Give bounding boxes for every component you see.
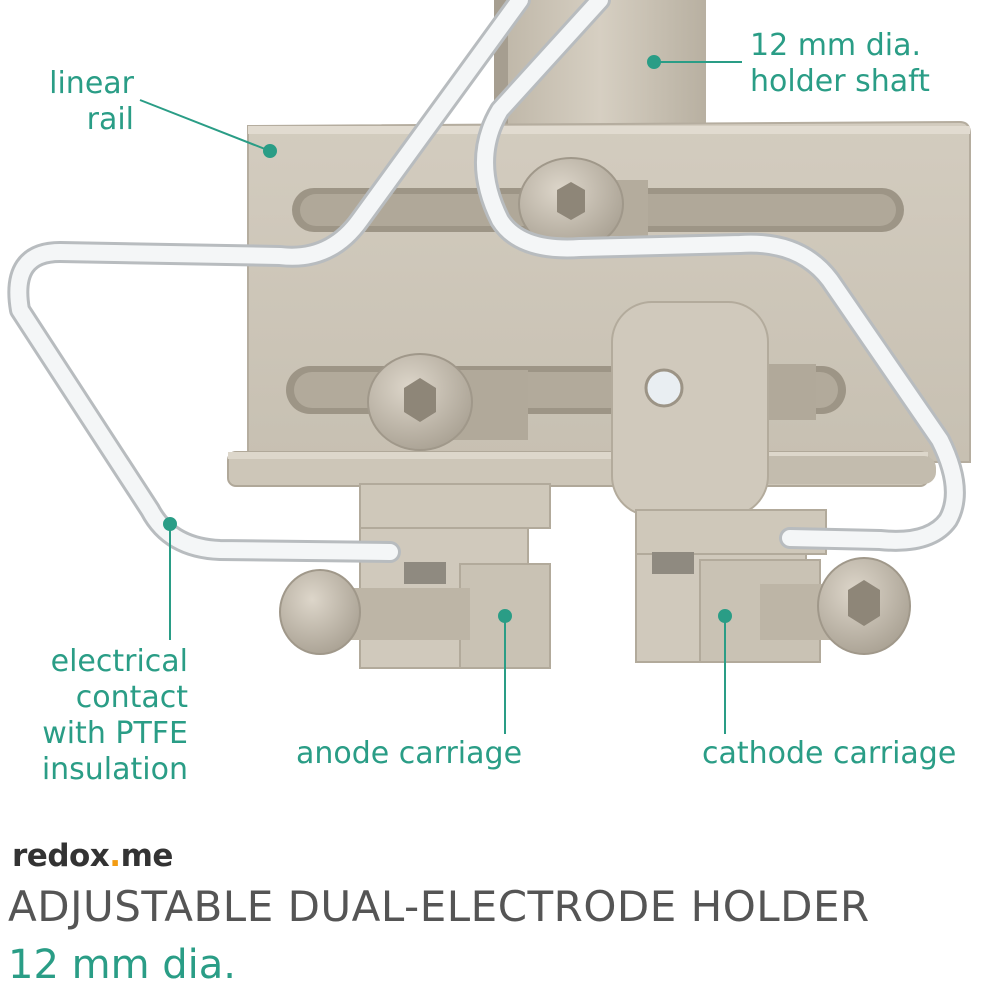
label-line: electrical [50,644,188,679]
anode-carriage-part [279,483,551,669]
label-line: holder shaft [750,64,930,99]
electrical-contact-wire [7,0,966,563]
label-line: rail [86,102,134,137]
brand-text-part: me [120,838,174,874]
brand-text-part: redox [12,838,110,874]
label-line: linear [49,66,134,101]
label-line: insulation [41,752,188,787]
cathode-carriage-part [635,509,911,663]
leader-dot [498,609,512,623]
label-anode-carriage: anode carriage [296,736,523,771]
holder-illustration [7,0,971,734]
upper-socket-bolt [518,157,648,251]
brand-logo: redox.me [12,838,173,874]
leader-dot [163,517,177,531]
lower-socket-bolt [367,353,528,451]
label-linear-rail: linear rail [40,66,134,138]
label-electrical-contact: electrical contact with PTFE insulation [10,644,188,788]
leader-linear-rail [139,99,271,152]
label-cathode-carriage: cathode carriage [702,736,957,771]
page-title: ADJUSTABLE DUAL-ELECTRODE HOLDER [8,882,870,931]
leader-dot [647,55,661,69]
leader-dot [718,609,732,623]
label-line: contact [75,680,188,715]
label-line: 12 mm dia. [750,28,921,63]
cathode-clamp-block [611,301,816,517]
hex-socket-icon [848,580,880,626]
hex-socket-icon [557,182,585,220]
carriage-rail-bar [227,451,936,487]
hex-socket-icon [404,378,436,422]
label-line: with PTFE [42,716,188,751]
page-subtitle: 12 mm dia. [8,942,236,988]
callout-leaders [139,55,742,734]
label-holder-shaft: 12 mm dia. holder shaft [750,28,930,100]
leader-dot [263,144,277,158]
brand-dot: . [109,838,121,874]
shaft-hole-icon [644,368,684,408]
